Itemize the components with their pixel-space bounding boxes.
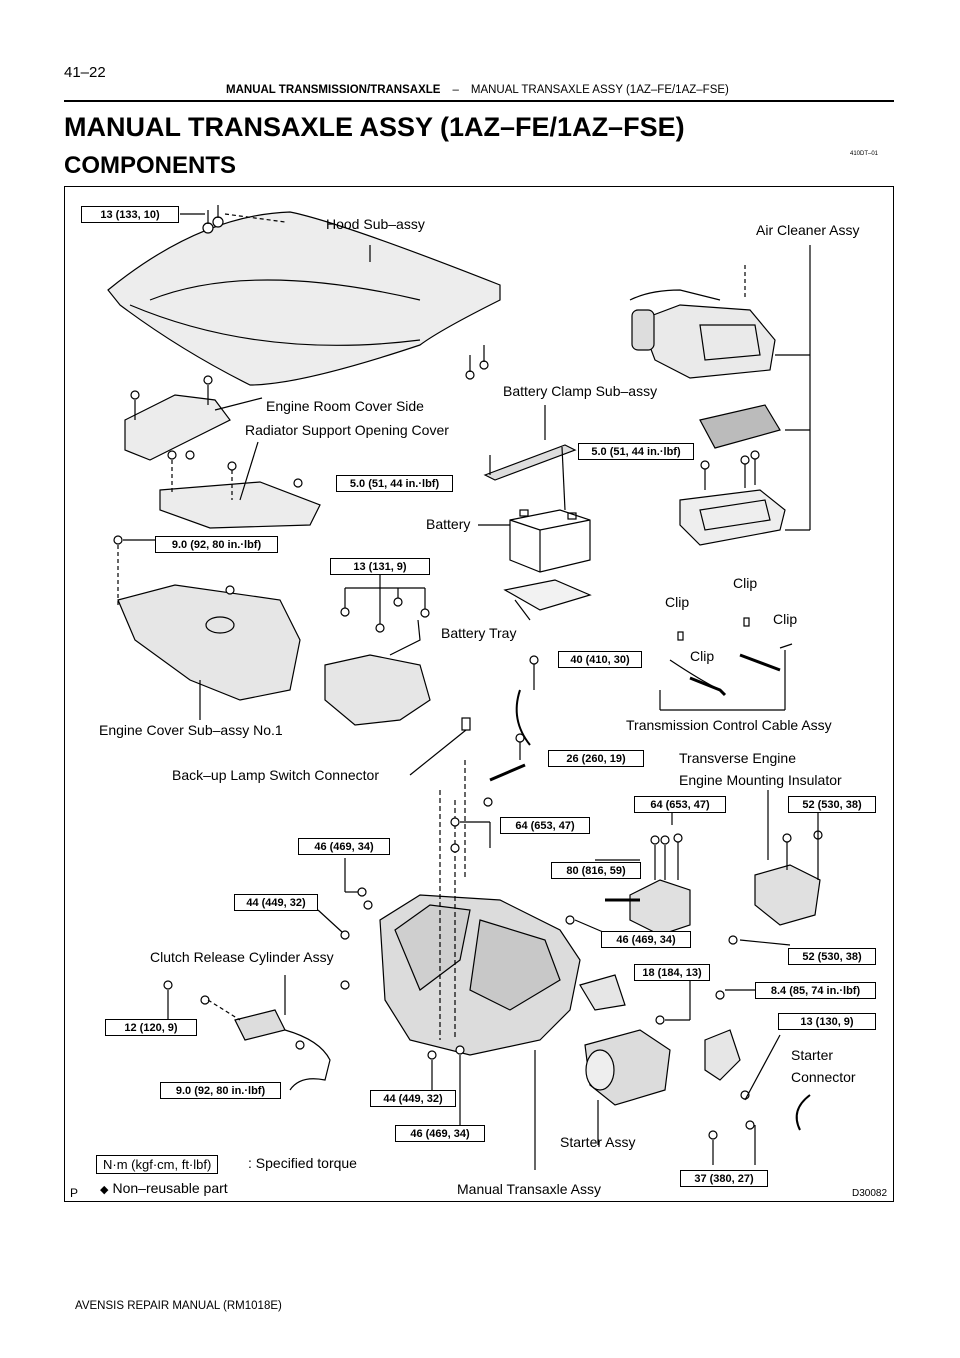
label-engine-room-cover: Engine Room Cover Side bbox=[266, 398, 424, 414]
torque-battery-clamp-left: 5.0 (51, 44 in.·lbf) bbox=[336, 475, 453, 492]
label-battery: Battery bbox=[426, 516, 471, 532]
engine-room-cover-illustration bbox=[124, 375, 263, 461]
torque-hood: 13 (133, 10) bbox=[81, 206, 179, 223]
label-starter-assy: Starter Assy bbox=[560, 1134, 636, 1150]
starter-illustration bbox=[579, 974, 811, 1165]
legend-non-reusable: ◆Non–reusable part bbox=[100, 1180, 228, 1196]
radiator-support-cover-illustration bbox=[159, 441, 321, 529]
label-clip-top: Clip bbox=[733, 575, 758, 591]
control-cable-illustration bbox=[659, 617, 793, 711]
battery-illustration bbox=[478, 509, 591, 573]
label-hood: Hood Sub–assy bbox=[326, 216, 425, 232]
label-backup-lamp: Back–up Lamp Switch Connector bbox=[172, 767, 379, 783]
label-starter: Starter bbox=[791, 1047, 834, 1063]
battery-tray-illustration bbox=[503, 579, 592, 621]
transaxle-illustration bbox=[379, 760, 581, 1170]
torque-120: 12 (120, 9) bbox=[105, 1019, 197, 1036]
label-control-cable: Transmission Control Cable Assy bbox=[626, 717, 832, 733]
label-connector: Connector bbox=[791, 1069, 856, 1085]
header-separator: – bbox=[452, 84, 459, 96]
p-mark: P bbox=[70, 1186, 79, 1200]
label-clutch-release: Clutch Release Cylinder Assy bbox=[150, 949, 334, 965]
footer: AVENSIS REPAIR MANUAL (RM1018E) bbox=[75, 1300, 282, 1312]
doc-code: 410DT–01 bbox=[850, 151, 879, 157]
torque-410: 40 (410, 30) bbox=[558, 651, 642, 668]
hood-illustration bbox=[107, 211, 501, 386]
header-subsection: MANUAL TRANSAXLE ASSY (1AZ–FE/1AZ–FSE) bbox=[470, 84, 729, 96]
torque-653-right: 64 (653, 47) bbox=[634, 796, 726, 813]
air-filter-illustration bbox=[679, 404, 810, 546]
legend-torque-desc: : Specified torque bbox=[248, 1155, 357, 1171]
torque-380: 37 (380, 27) bbox=[680, 1170, 768, 1187]
torque-85: 8.4 (85, 74 in.·lbf) bbox=[755, 982, 876, 999]
header-rule bbox=[64, 100, 894, 102]
label-battery-clamp: Battery Clamp Sub–assy bbox=[503, 383, 658, 399]
label-clip-right: Clip bbox=[773, 611, 798, 627]
label-manual-transaxle: Manual Transaxle Assy bbox=[457, 1181, 601, 1197]
torque-816: 80 (816, 59) bbox=[551, 862, 641, 879]
legend-torque-units: N·m (kgf·cm, ft·lbf) bbox=[96, 1155, 219, 1174]
torque-92-bottom: 9.0 (92, 80 in.·lbf) bbox=[160, 1082, 281, 1099]
label-radiator-support: Radiator Support Opening Cover bbox=[245, 422, 449, 438]
torque-battery-clamp-right: 5.0 (51, 44 in.·lbf) bbox=[578, 443, 694, 460]
label-battery-tray: Battery Tray bbox=[441, 625, 517, 641]
page-title: MANUAL TRANSAXLE ASSY (1AZ–FE/1AZ–FSE) bbox=[64, 112, 685, 142]
running-header: MANUAL TRANSMISSION/TRANSAXLE–MANUAL TRA… bbox=[226, 84, 729, 96]
clutch-cylinder-illustration bbox=[163, 975, 331, 1091]
air-cleaner-illustration bbox=[629, 245, 811, 530]
torque-bracket: 13 (131, 9) bbox=[330, 558, 430, 575]
figure-id: D30082 bbox=[852, 1188, 888, 1199]
torque-260: 26 (260, 19) bbox=[548, 750, 644, 767]
torque-530-top: 52 (530, 38) bbox=[788, 796, 876, 813]
non-reusable-icon: ◆ bbox=[100, 1184, 109, 1196]
engine-cover-illustration bbox=[113, 535, 301, 720]
section-subtitle: COMPONENTS bbox=[64, 152, 237, 179]
torque-449-bottom: 44 (449, 32) bbox=[370, 1090, 456, 1107]
torque-184: 18 (184, 13) bbox=[634, 964, 710, 981]
torque-469-top: 46 (469, 34) bbox=[298, 838, 390, 855]
label-clip-lower: Clip bbox=[690, 648, 715, 664]
torque-653-mid: 64 (653, 47) bbox=[500, 817, 590, 834]
label-clip-left: Clip bbox=[665, 594, 690, 610]
torque-530-bot: 52 (530, 38) bbox=[788, 948, 876, 965]
hood-bolts bbox=[180, 205, 489, 380]
label-transverse-engine: Transverse Engine bbox=[679, 750, 796, 766]
label-engine-mount: Engine Mounting Insulator bbox=[679, 772, 842, 788]
label-air-cleaner: Air Cleaner Assy bbox=[756, 222, 860, 238]
battery-clamp-illustration bbox=[483, 405, 577, 511]
backup-lamp-illustration bbox=[409, 655, 539, 782]
torque-469-mid: 46 (469, 34) bbox=[601, 931, 691, 948]
torque-cover: 9.0 (92, 80 in.·lbf) bbox=[155, 536, 278, 553]
diagram-frame bbox=[64, 186, 894, 1202]
battery-bracket-illustration bbox=[324, 575, 431, 726]
torque-449-top: 44 (449, 32) bbox=[234, 894, 318, 911]
lower-bolts bbox=[317, 858, 611, 1125]
torque-469-bottom: 46 (469, 34) bbox=[395, 1125, 485, 1142]
header-section: MANUAL TRANSMISSION/TRANSAXLE bbox=[226, 84, 441, 96]
mount-insulator-illustration bbox=[595, 790, 823, 946]
page-number: 41–22 bbox=[64, 64, 106, 81]
legend-non-reusable-desc: Non–reusable part bbox=[112, 1180, 228, 1196]
torque-130: 13 (130, 9) bbox=[778, 1013, 876, 1030]
label-engine-cover: Engine Cover Sub–assy No.1 bbox=[99, 722, 283, 738]
